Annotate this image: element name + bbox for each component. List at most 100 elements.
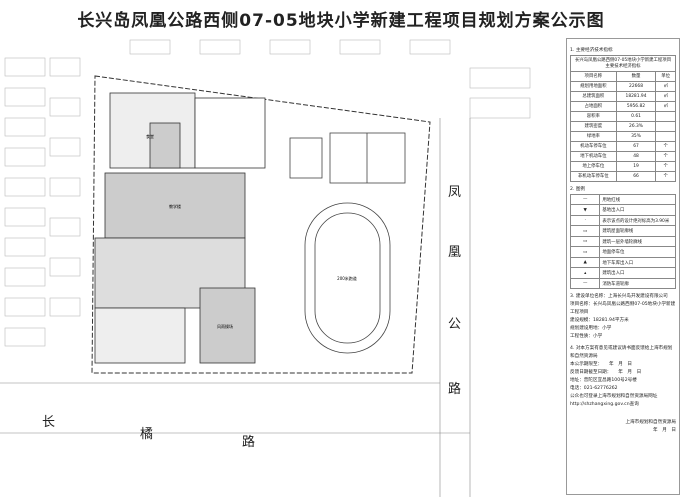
surrounding-buildings [4,39,531,347]
table-cell: 个 [655,150,676,162]
info-line: http://shzhangxing.gov.cn查询 [570,402,639,408]
table-cell: 占地面积 [570,100,617,112]
legend-symbol-icon: ▲ [569,256,601,269]
info-line: 建设规模：18281.94平方米 [570,318,629,324]
legend-row: ▲地下车库出入口 [569,256,676,269]
legend-symbol-icon: — [569,193,601,206]
table-cell: 48 [615,150,657,162]
table-cell: 总建筑面积 [570,90,617,102]
legend-row: ▭建筑屋面轮廓线 [569,225,676,237]
road-label-east: 路 [448,382,462,397]
table-header: 数量 [615,70,657,82]
section-heading: 1. 主要经济技术指标 [570,48,613,53]
canteen-label: 食堂 [146,133,154,139]
table-title: 长兴岛凤凰公路西侧07-05地块小学新建工程项目主要技术经济指标 [570,55,676,72]
legend-label: 建筑屋面轮廓线 [599,225,676,237]
table-cell: 容积率 [570,110,617,122]
school-buildings [94,92,266,364]
table-cell: 19 [615,160,657,172]
table-cell: 22668 [615,80,657,92]
legend-label: 消防车道轮廓 [599,277,676,290]
footer-date: 年 月 日 [653,428,676,434]
legend-label: 用地红线 [599,193,676,206]
legend-label: 地下车库出入口 [599,256,676,269]
table-cell: 5956.82 [615,100,657,112]
legend-row: ▭地面停车位 [569,246,676,258]
legend-label: 建筑一层外墙轮廓线 [599,235,676,248]
table-header: 项目名称 [570,70,617,82]
legend-label: 地面停车位 [599,246,676,258]
legend-row: —消防车道轮廓 [569,277,676,290]
info-line: 本公示期限至： 年 月 日 [570,362,633,368]
legend-symbol-icon: ▭ [569,225,601,237]
legend-row: ▴建筑出入口 [569,267,676,279]
table-cell: ㎡ [655,100,676,112]
info-line: 3. 建设单位名称：上海长兴岛开发建设有限公司 [570,294,668,300]
legend-symbol-icon: ▭ [569,235,601,248]
table-cell: 67 [615,140,657,152]
table-cell [655,120,676,132]
road-label-east: 凰 [448,245,462,260]
legend-symbol-icon: — [569,277,601,290]
info-line: 公众也可登录上海市规划和自然资源局网址 [570,394,658,400]
table-cell [655,130,676,142]
table-cell: 18281.94 [615,90,657,102]
table-cell: 个 [655,140,676,152]
info-panel: 1. 主要经济技术指标 长兴岛凤凰公路西侧07-05地块小学新建工程项目主要技术… [566,38,680,495]
legend-row: ·表示该点的设计绝对标高为3.90米 [569,214,676,227]
table-cell: 绿地率 [570,130,617,142]
table-header: 单位 [655,70,676,82]
info-line: 地址：普陀区宜昌路100号2号楼 [570,378,637,384]
section-3: 3. 建设单位名称：上海长兴岛开发建设有限公司项目名称：长兴岛凤凰公路西侧07-… [570,293,676,341]
table-cell: 66 [615,170,657,182]
table-cell: 非机动车停车位 [570,170,617,182]
info-line: 工程性质：小学 [570,334,603,340]
info-line: 规划建设用地：小学 [570,326,612,332]
table-cell: 0.61 [615,110,657,122]
info-line: 4. 对本方案有意见或建议请书面反馈给上海市规划和自然资源局 [570,346,673,360]
table-cell: 机动车停车位 [570,140,617,152]
legend-row: ▼基地出入口 [569,204,676,216]
legend-symbol-icon: ▴ [569,267,601,279]
legend-symbol-icon: ▭ [569,246,601,258]
info-line: 项目名称：长兴岛凤凰公路西侧07-05地块小学新建工程项目 [570,302,676,316]
info-line: 反馈日期截至日期： 年 月 日 [570,370,642,376]
track-label: 200米跑道 [337,275,357,281]
table-cell: ㎡ [655,90,676,102]
table-cell: 地下机动车位 [570,150,617,162]
section-2: 2. 图例 —用地红线▼基地出入口·表示该点的设计绝对标高为3.90米▭建筑屋面… [569,186,676,290]
site-red-line [91,75,431,374]
site-plan-drawing: 200米跑道 风雨操场 教学楼 食堂 [0,39,531,497]
teach-label: 教学楼 [169,203,181,209]
section-heading: 2. 图例 [570,186,586,192]
table-cell: ㎡ [655,80,676,92]
footer-org: 上海市规划和自然资源局 [625,420,676,426]
legend-table: —用地红线▼基地出入口·表示该点的设计绝对标高为3.90米▭建筑屋面轮廓线▭建筑… [569,193,676,290]
legend-symbol-icon: · [569,214,601,227]
table-cell: 地上停车位 [570,160,617,172]
table-cell: 个 [655,160,676,172]
table-cell: 建筑密度 [570,120,617,132]
site-plan: 200米跑道 风雨操场 教学楼 食堂 凤 凰 公 路 长 橘 路 [0,38,560,497]
table-cell: 26.3% [615,120,657,132]
table-cell: 35% [615,130,657,142]
info-line: 电话：021-62776262 [570,386,618,392]
road-label-south: 长 [42,415,56,430]
legend-row: —用地红线 [569,193,676,206]
hall-label: 风雨操场 [217,323,233,329]
legend-row: ▭建筑一层外墙轮廓线 [569,235,676,248]
table-cell [655,110,676,122]
indicator-table: 长兴岛凤凰公路西侧07-05地块小学新建工程项目主要技术经济指标 项目名称数量单… [570,55,676,182]
section-4: 4. 对本方案有意见或建议请书面反馈给上海市规划和自然资源局本公示期限至： 年 … [570,345,676,409]
legend-symbol-icon: ▼ [569,204,601,216]
section-1: 1. 主要经济技术指标 长兴岛凤凰公路西侧07-05地块小学新建工程项目主要技术… [570,47,676,182]
